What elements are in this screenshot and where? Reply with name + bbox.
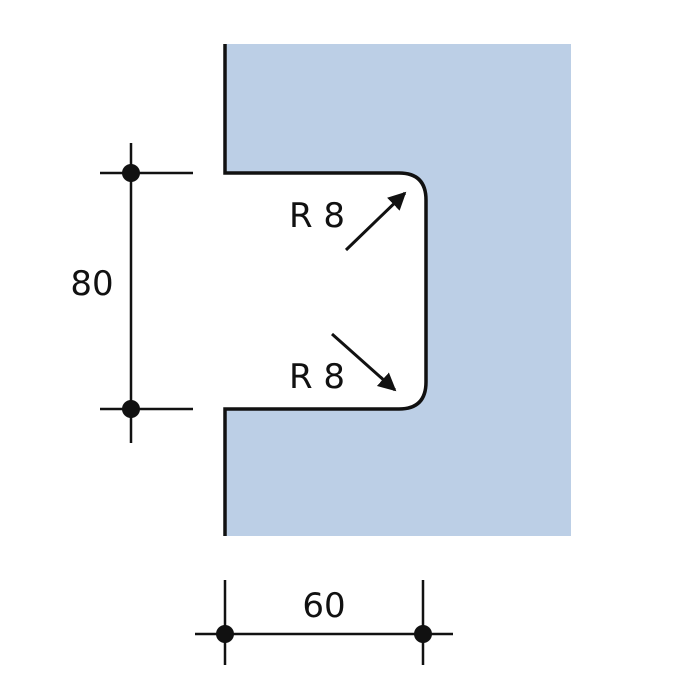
panel-outline <box>223 44 428 536</box>
radius-label-top: R 8 <box>289 196 345 236</box>
radius-callout-top: R 8 <box>289 191 407 252</box>
height-dim-dot-bottom <box>122 400 140 418</box>
width-dim-label: 60 <box>302 586 345 626</box>
height-dim-dot-top <box>122 164 140 182</box>
height-dim-label: 80 <box>70 264 113 304</box>
radius-arrow-top <box>344 191 407 252</box>
height-dimension: 80 <box>70 143 193 443</box>
glass-panel <box>225 44 571 536</box>
radius-callout-bottom: R 8 <box>289 332 397 397</box>
width-dim-dot-left <box>216 625 234 643</box>
width-dim-dot-right <box>414 625 432 643</box>
radius-label-bottom: R 8 <box>289 357 345 397</box>
width-dimension: 60 <box>195 580 453 665</box>
radius-arrow-bottom <box>331 332 397 392</box>
